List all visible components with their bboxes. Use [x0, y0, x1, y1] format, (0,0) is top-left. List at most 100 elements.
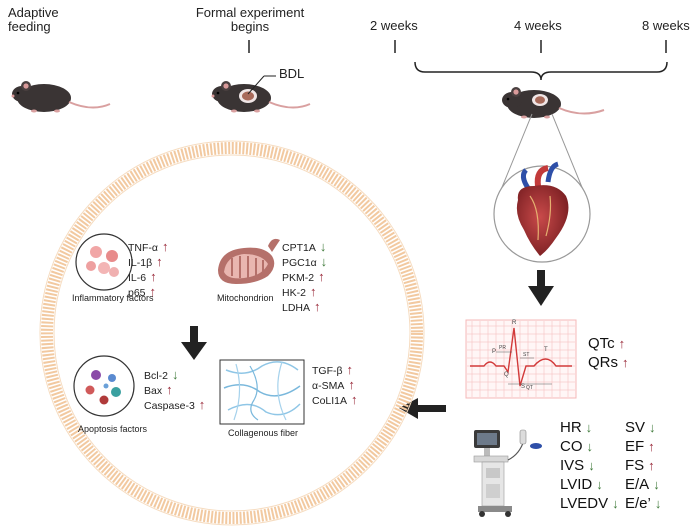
mitochondrion-icon	[218, 238, 280, 284]
apoptosis-markers: Bcl-2↓Bax↑Caspase-3↑	[144, 368, 205, 413]
arrow-up-icon: ↑	[318, 269, 325, 284]
mouse-icon	[11, 81, 111, 113]
marker-name: QTc	[588, 335, 615, 352]
collagen-markers: TGF-β↑α-SMA↑CoLI1A↑	[312, 363, 358, 408]
arrow-up-icon: ↑	[149, 284, 157, 299]
marker-row: Caspase-3↑	[144, 398, 205, 413]
bdl-label: BDL	[279, 66, 305, 81]
marker-row: SV↓	[625, 418, 661, 437]
echo-markers-left: HR↓CO↓IVS↓LVID↓LVEDV↓	[560, 418, 619, 513]
arrow-heart-to-ecg	[528, 270, 554, 306]
arrow-up-icon: ↑	[150, 269, 157, 284]
ecg-panel	[465, 319, 577, 399]
marker-row: PKM-2↑	[282, 270, 327, 285]
marker-row: LVID↓	[560, 475, 619, 494]
marker-row: LVEDV↓	[560, 494, 619, 513]
heart-tissue-ring	[41, 142, 423, 524]
ecg-label-pr: PR	[499, 345, 506, 351]
apoptosis-caption: Apoptosis factors	[78, 424, 148, 434]
marker-row: p65↑	[128, 285, 168, 300]
inflammatory-caption: Inflammatory factors	[72, 293, 154, 303]
marker-name: PGC1α	[282, 257, 317, 269]
mouse-bdl-icon	[211, 81, 311, 113]
timeline-label-begin: Formal experiment begins	[194, 5, 306, 35]
ecg-label-t: T	[544, 347, 548, 353]
arrow-up-icon: ↑	[156, 254, 163, 269]
arrow-up-icon: ↑	[198, 397, 206, 412]
label-line: Adaptive	[8, 5, 59, 20]
marker-name: TGF-β	[312, 365, 343, 377]
marker-row: IL-6↑	[128, 270, 168, 285]
ecg-label-st: ST	[523, 352, 530, 358]
marker-row: PGC1α↓	[282, 255, 327, 270]
marker-row: IVS↓	[560, 456, 619, 475]
collagen-fiber-icon	[219, 359, 305, 425]
marker-name: HR	[560, 419, 582, 436]
marker-name: Bax	[144, 385, 163, 397]
heart-icon	[516, 161, 569, 256]
label-line: begins	[230, 19, 270, 35]
marker-row: HR↓	[560, 418, 619, 437]
marker-name: p65	[128, 287, 146, 299]
arrow-up-icon: ↑	[648, 458, 655, 473]
marker-row: LDHA↑	[282, 300, 327, 315]
marker-row: EF↑	[625, 437, 661, 456]
bdl-pointer	[247, 75, 265, 95]
marker-name: PKM-2	[282, 272, 315, 284]
marker-row: HK-2↑	[282, 285, 327, 300]
marker-name: E/e’	[625, 495, 651, 512]
arrow-down-icon: ↓	[171, 367, 179, 382]
marker-row: E/e’↓	[625, 494, 661, 513]
label-line: Formal experiment	[195, 5, 305, 20]
arrow-up-icon: ↑	[622, 355, 629, 370]
marker-row: E/A↓	[625, 475, 661, 494]
arrow-up-icon: ↑	[166, 382, 173, 397]
marker-row: TGF-β↑	[312, 363, 358, 378]
mitochondrion-caption: Mitochondrion	[217, 293, 274, 303]
ecg-label-s: S	[521, 384, 526, 390]
arrow-down-icon: ↓	[319, 239, 327, 254]
arrow-up-icon: ↑	[346, 362, 354, 377]
timeline-label-2w: 2 weeks	[370, 18, 418, 33]
marker-name: LVEDV	[560, 495, 609, 512]
marker-name: E/A	[625, 476, 650, 493]
inflammatory-markers: TNF-α↑IL-1β↑IL-6↑p65↑	[128, 240, 168, 300]
ecg-label-r: R	[512, 320, 517, 326]
arrow-down-icon: ↓	[320, 254, 328, 269]
marker-name: FS	[625, 457, 645, 474]
marker-name: LVID	[560, 476, 593, 493]
arrow-down-icon: ↓	[585, 420, 593, 435]
arrow-down-icon: ↓	[586, 439, 594, 454]
period-brace	[414, 61, 668, 81]
arrow-down-icon: ↓	[588, 458, 595, 473]
collagen-caption: Collagenous fiber	[228, 428, 299, 438]
marker-name: α-SMA	[312, 380, 345, 392]
marker-name: CPT1A	[282, 242, 316, 254]
ultrasound-machine-icon	[473, 429, 542, 517]
ecg-trace	[470, 327, 572, 387]
arrow-inflammation-to-apoptosis	[181, 326, 207, 360]
marker-row: QTc↑	[588, 334, 629, 353]
marker-name: TNF-α	[128, 242, 158, 254]
arrow-up-icon: ↑	[648, 439, 655, 454]
label-line: feeding	[8, 19, 51, 35]
marker-row: Bax↑	[144, 383, 205, 398]
arrow-down-icon: ↓	[596, 477, 603, 492]
marker-name: Caspase-3	[144, 400, 195, 412]
marker-name: QRs	[588, 354, 618, 371]
marker-name: LDHA	[282, 302, 311, 314]
marker-name: Bcl-2	[144, 370, 168, 382]
marker-row: FS↑	[625, 456, 661, 475]
marker-name: IL-1β	[128, 257, 153, 269]
mouse-treated-icon	[502, 87, 605, 119]
marker-name: IVS	[560, 457, 585, 474]
timeline-label-8w: 8 weeks	[642, 18, 690, 33]
marker-name: CO	[560, 438, 583, 455]
marker-name: EF	[625, 438, 645, 455]
ecg-label-p: P	[492, 349, 497, 355]
arrow-down-icon: ↓	[612, 496, 619, 511]
marker-row: TNF-α↑	[128, 240, 168, 255]
mitochondrion-markers: CPT1A↓PGC1α↓PKM-2↑HK-2↑LDHA↑	[282, 240, 327, 315]
